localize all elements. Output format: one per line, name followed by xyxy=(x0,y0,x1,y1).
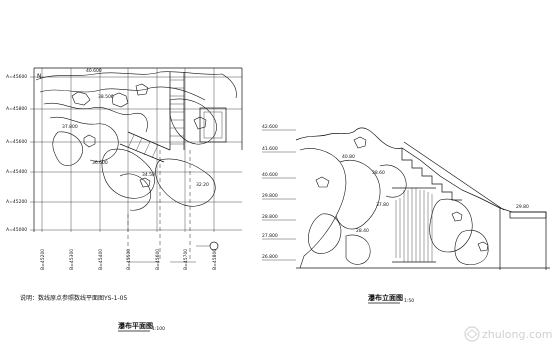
plan-grid-horizontal xyxy=(30,76,242,231)
grid-label-b6: B=45700 xyxy=(183,249,189,270)
elev-axis-6: 27.800 xyxy=(262,233,278,239)
elev-axis-7: 26.800 xyxy=(262,254,278,260)
platform xyxy=(509,211,547,219)
grid-label-b1: B=45200 xyxy=(40,249,46,270)
elev-spot-1: 40.80 xyxy=(342,154,355,160)
grid-label-a4: A=45400 xyxy=(6,169,27,175)
elev-spot-2: 38.60 xyxy=(372,170,385,176)
elev-spot-4: 29.80 xyxy=(516,204,529,210)
elev-spot-3: 37.80 xyxy=(376,202,389,208)
plan-steps xyxy=(119,72,227,163)
stair-rail xyxy=(403,141,505,211)
plan-level-5: 34.50 xyxy=(142,172,155,178)
plan-callouts xyxy=(127,150,219,263)
waterfall-streams xyxy=(392,187,436,263)
plan-level-6: 32.20 xyxy=(196,182,209,188)
grid-label-b7: B=45800 xyxy=(212,249,218,270)
plan-note: 说明：数线原点参照数线平面图YS-1-05 xyxy=(20,294,127,302)
watermark-logo-icon xyxy=(464,326,480,342)
elevation-level-lines xyxy=(262,129,296,261)
grid-label-b4: B=45500 xyxy=(126,249,132,270)
north-symbol: N xyxy=(37,73,42,80)
waterfall-plan: N A=45600 A=45800 A=45600 A=45400 A=4520… xyxy=(6,67,243,332)
watermark: zhulong.com xyxy=(464,326,552,342)
grid-label-b3: B=45400 xyxy=(98,249,104,270)
plan-rockery xyxy=(35,71,237,211)
plan-level-3: 37.800 xyxy=(62,124,78,130)
detail-callout-icon xyxy=(209,241,219,251)
grid-label-a6: A=45000 xyxy=(6,227,27,233)
elevation-rocks xyxy=(299,136,489,269)
grid-label-a3: A=45600 xyxy=(6,139,27,145)
plan-level-2: 38.500 xyxy=(98,94,114,100)
grid-label-a5: A=45200 xyxy=(6,199,27,205)
elevation-scale: 1:50 xyxy=(404,298,414,304)
elev-axis-4: 29.800 xyxy=(262,193,278,199)
plan-level-1: 40.600 xyxy=(86,68,102,74)
waterfall-elevation: 42.600 41.600 40.600 29.800 28.800 27.80… xyxy=(262,124,550,304)
grid-label-b2: B=45300 xyxy=(69,249,75,270)
plan-grid-vertical xyxy=(41,68,215,232)
watermark-text: zhulong.com xyxy=(482,328,552,341)
elevation-steps xyxy=(401,148,462,201)
elev-axis-1: 42.600 xyxy=(262,124,278,130)
elev-axis-3: 40.600 xyxy=(262,172,278,178)
elev-axis-5: 28.800 xyxy=(262,214,278,220)
grid-label-b5: B=45600 xyxy=(155,249,161,270)
elev-spot-5: 28.40 xyxy=(356,228,369,234)
elevation-title: 瀑布立面图 xyxy=(368,293,403,302)
plan-title: 瀑布平面图 xyxy=(118,321,153,330)
plan-scale: 1:100 xyxy=(152,326,165,332)
grid-label-a1: A=45600 xyxy=(6,74,27,80)
grid-label-a2: A=45800 xyxy=(6,106,27,112)
plan-level-4: 36.600 xyxy=(92,160,108,166)
elev-axis-2: 41.600 xyxy=(262,146,278,152)
